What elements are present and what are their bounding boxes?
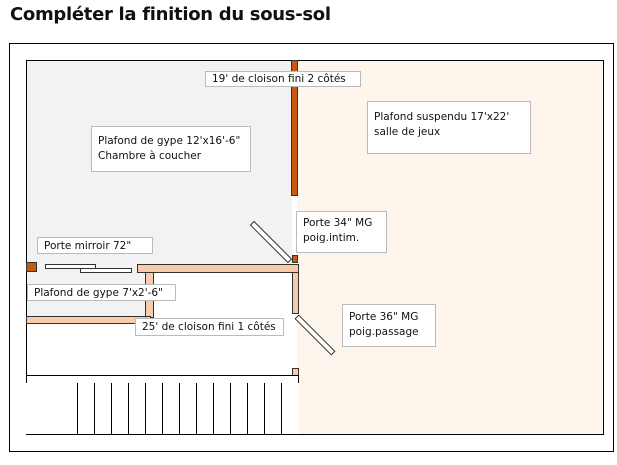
stair-step xyxy=(162,383,163,434)
stair-step xyxy=(264,383,265,434)
mirror-door-label: Porte mirroir 72" xyxy=(37,237,153,254)
drawing-frame xyxy=(9,43,614,452)
stair-step xyxy=(94,383,95,434)
new-wall xyxy=(26,316,151,324)
partition-bottom-label: 25' de cloison fini 1 côtés xyxy=(135,318,284,336)
stair-step xyxy=(213,383,214,434)
wall-post xyxy=(292,255,298,263)
door-34-label: Porte 34" MG poig.intim. xyxy=(296,211,387,253)
stair-step xyxy=(196,383,197,434)
new-wall xyxy=(137,264,299,273)
stair-step xyxy=(247,383,248,434)
door-34-label-line2: poig.intim. xyxy=(303,232,360,244)
new-wall xyxy=(292,272,299,314)
game-room-label-line2: salle de jeux xyxy=(374,126,441,138)
closet-ceiling-label: Plafond de gype 7'x2'-6" xyxy=(27,284,176,301)
stair-step xyxy=(281,383,282,434)
existing-wall xyxy=(291,60,298,196)
stair-step xyxy=(77,383,78,434)
door-36-label-line1: Porte 36" MG xyxy=(349,311,419,323)
stair-step xyxy=(111,383,112,434)
floor-plan xyxy=(26,60,604,435)
mirror-door-panel xyxy=(45,264,96,269)
stair-step xyxy=(230,383,231,434)
partition-top-label: 19' de cloison fini 2 côtés xyxy=(205,71,361,87)
wall-post xyxy=(26,262,37,272)
game-room-label: Plafond suspendu 17'x22' salle de jeux xyxy=(367,101,531,154)
page-title: Compléter la finition du sous-sol xyxy=(10,4,331,25)
bedroom-label-line2: Chambre à coucher xyxy=(98,150,202,162)
bedroom-label: Plafond de gype 12'x16'-6" Chambre à cou… xyxy=(91,126,251,172)
stair-step xyxy=(179,383,180,434)
game-room-label-line1: Plafond suspendu 17'x22' xyxy=(374,111,510,123)
bedroom-label-line1: Plafond de gype 12'x16'-6" xyxy=(98,135,241,147)
door-36-label: Porte 36" MG poig.passage xyxy=(342,304,436,347)
mirror-door-panel xyxy=(80,268,132,273)
door-34-label-line1: Porte 34" MG xyxy=(303,217,373,229)
stair-step xyxy=(145,383,146,434)
stair-step xyxy=(128,383,129,434)
door-36-label-line2: poig.passage xyxy=(349,326,419,338)
